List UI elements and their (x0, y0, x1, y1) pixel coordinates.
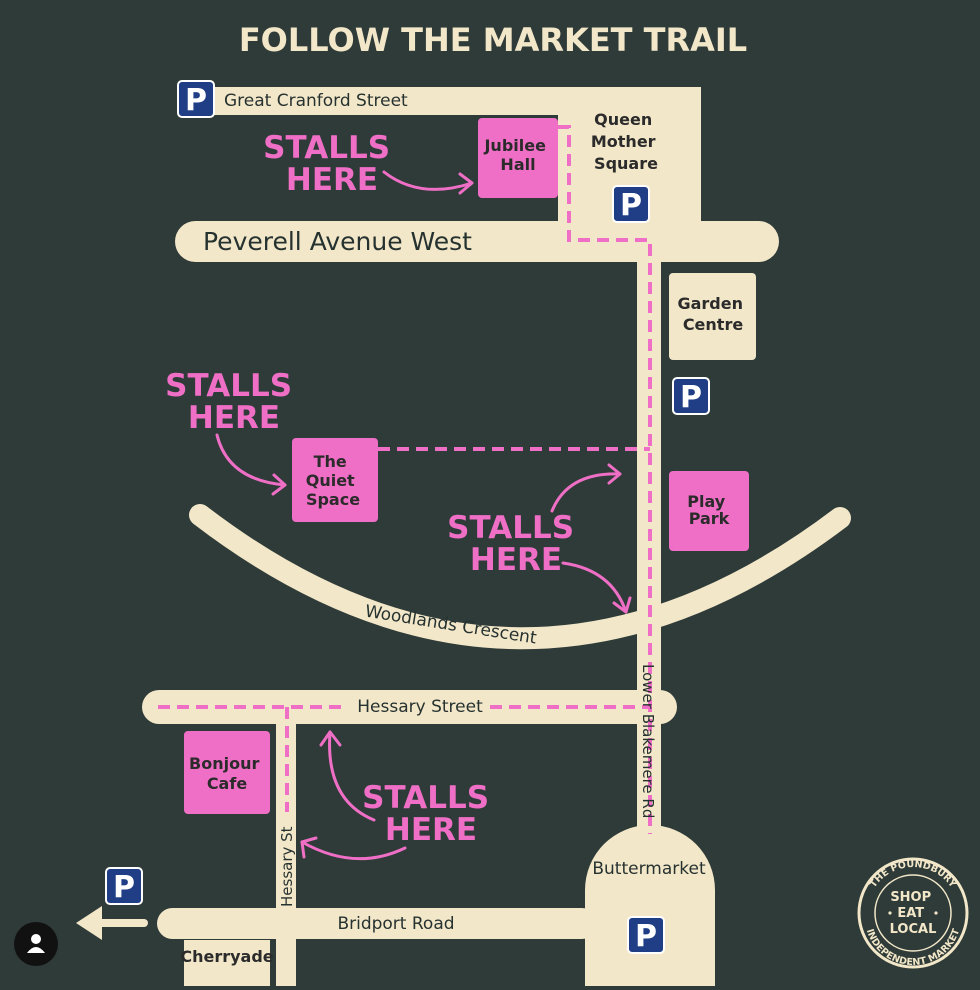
map-title: FOLLOW THE MARKET TRAIL (239, 21, 747, 59)
road-hessary-street (142, 690, 677, 724)
svg-text:P: P (185, 83, 207, 118)
stalls-here-label: STALLS HERE (447, 510, 585, 578)
curved-arrow-icon (561, 561, 632, 614)
hessary-st-label: Hessary St (278, 826, 296, 907)
stalls-here-label: STALLS HERE (263, 130, 401, 198)
quiet-space-label: The Quiet Space (306, 452, 361, 509)
parking-icon: P (627, 916, 665, 954)
cherryade-label: Cherryade (180, 947, 273, 966)
parking-signs: P P P P P (105, 80, 710, 954)
badge-center-text: SHOP EAT LOCAL (890, 890, 937, 937)
queen-mother-square-label: Queen Mother Square (591, 110, 661, 173)
garden-centre-label: Garden Centre (677, 294, 748, 334)
buttermarket-area (585, 825, 715, 986)
road-bridport (157, 908, 597, 939)
road-woodlands-crescent (189, 504, 851, 650)
stall-arrows (215, 170, 632, 861)
quiet-space (292, 438, 378, 522)
parking-icon: P (177, 80, 215, 118)
bonjour-cafe (184, 731, 270, 814)
cherryade-block (184, 940, 270, 986)
curved-arrow-icon (215, 433, 287, 496)
exit-arrow-left-icon (76, 906, 148, 940)
parking-icon: P (105, 867, 143, 905)
parking-icon: P (672, 377, 710, 415)
bridport-label: Bridport Road (337, 914, 454, 934)
trail-main (558, 125, 652, 834)
curved-arrow-icon (319, 730, 376, 822)
buttermarket-label: Buttermarket (592, 859, 706, 879)
peverell-label: Peverell Avenue West (203, 227, 472, 256)
stalls-labels: STALLS HERE STALLS HERE STALLS HERE STAL… (165, 130, 585, 848)
curved-arrow-icon (300, 836, 407, 861)
roads (142, 87, 851, 986)
garden-centre (669, 273, 756, 360)
great-cranford-label: Great Cranford Street (224, 91, 408, 111)
play-park-label: Play Park (687, 492, 731, 528)
hessary-street-label: Hessary Street (357, 697, 483, 717)
profile-avatar-button[interactable] (14, 922, 58, 966)
svg-text:P: P (680, 380, 702, 415)
buildings: Jubilee Hall Garden Centre The Quiet Spa… (180, 110, 756, 966)
user-icon (31, 934, 41, 944)
shop-eat-local-badge: THE POUNDBURY INDEPENDENT MARKET SHOP EA… (857, 857, 969, 969)
svg-text:P: P (620, 188, 642, 223)
bonjour-cafe-label: Bonjour Cafe (189, 754, 265, 793)
svg-text:P: P (635, 919, 657, 954)
road-peverell (175, 221, 779, 262)
market-trail (158, 125, 652, 834)
stalls-here-label: STALLS HERE (362, 780, 500, 848)
svg-text:P: P (113, 870, 135, 905)
curved-arrow-icon (382, 170, 474, 195)
curved-arrow-icon (550, 463, 622, 513)
jubilee-hall (478, 118, 558, 198)
play-park (669, 471, 749, 551)
jubilee-hall-label: Jubilee Hall (483, 136, 551, 174)
stalls-here-label: STALLS HERE (165, 368, 303, 436)
lower-blakemere-label: Lower Blakemere Rd (639, 664, 657, 818)
parking-icon: P (612, 185, 650, 223)
